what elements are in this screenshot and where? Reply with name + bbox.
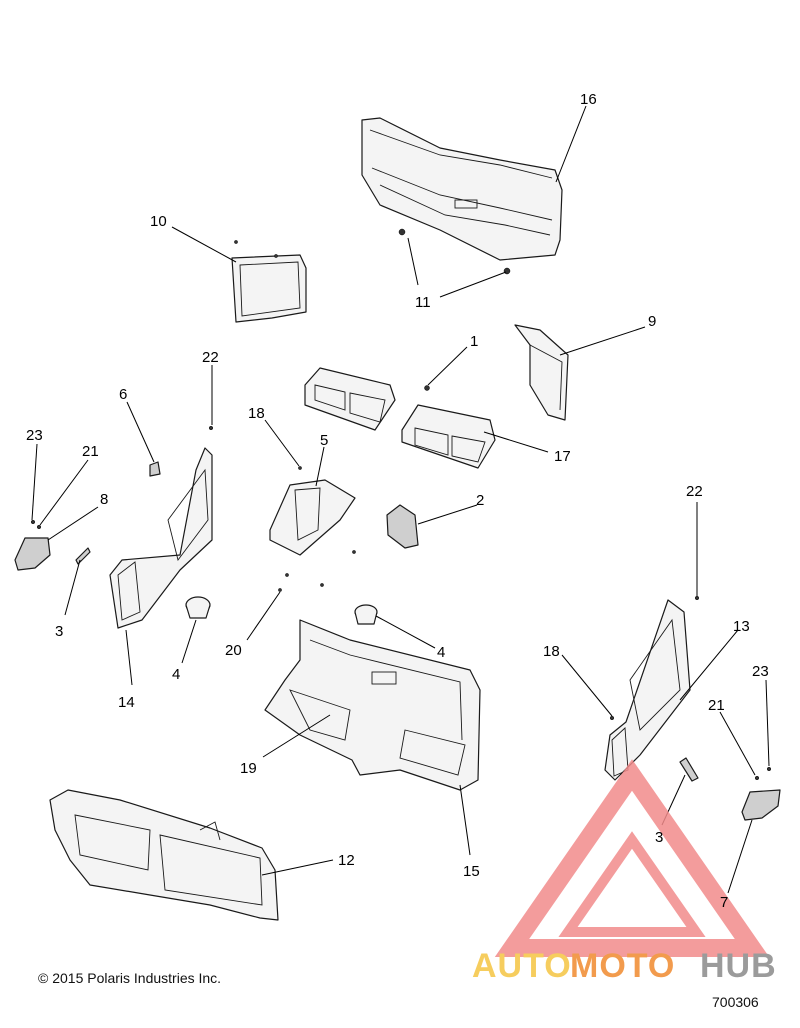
callout-4-left: 4 [172,666,180,683]
callout-16: 16 [580,91,597,108]
callout-14: 14 [118,694,135,711]
callout-labels: 16 10 11 9 1 17 22 6 18 5 2 23 21 8 3 4 … [26,91,769,911]
part-9-side-guard [514,324,569,421]
callout-23-left: 23 [26,427,43,444]
part-7-latch [741,789,781,821]
part-16-rear-panel [361,117,563,275]
callout-19: 19 [240,760,257,777]
callout-10: 10 [150,213,167,230]
callout-22-left: 22 [202,349,219,366]
watermark-moto: MOTO [570,947,675,985]
diagram-number: 700306 [712,994,759,1010]
fasteners [30,425,772,781]
callout-7: 7 [720,894,728,911]
part-6-clip [149,461,161,477]
watermark-auto: AUTO [472,947,572,985]
callout-12: 12 [338,852,355,869]
part-3-pin-right [679,757,699,782]
callout-18-left: 18 [248,405,265,422]
watermark-triangle [494,759,770,957]
part-15-floor-panel [264,619,481,791]
callout-4-center: 4 [437,644,445,661]
callout-21-left: 21 [82,443,99,460]
callout-17: 17 [554,448,571,465]
callout-8: 8 [100,491,108,508]
part-13-right-side-panel [604,599,691,781]
storage-bin-upper [304,367,396,431]
watermark-logo: AUTO MOTO HUB [472,759,777,985]
part-4-grommet-left [185,596,211,619]
callout-11: 11 [415,294,431,311]
callout-15: 15 [463,863,480,880]
callout-13: 13 [733,618,750,635]
callout-2: 2 [476,492,484,509]
callout-23-right: 23 [752,663,769,680]
callout-3-right: 3 [655,829,663,846]
callout-22-right: 22 [686,483,703,500]
callout-20: 20 [225,642,242,659]
part-10-side-guard [231,240,307,323]
part-2-bracket [386,504,419,549]
callout-3-left: 3 [55,623,63,640]
callout-18-right: 18 [543,643,560,660]
watermark-hub: HUB [700,947,777,985]
part-5-console-cover [269,466,356,556]
callout-21-right: 21 [708,697,725,714]
part-8-latch [14,537,51,571]
callout-9: 9 [648,313,656,330]
part-3-pin-left [75,547,91,565]
part-4-grommet-center [354,604,378,625]
callout-1: 1 [470,333,478,350]
leader-lines [31,105,770,894]
callout-5: 5 [320,432,328,449]
part-1-fastener [424,385,430,391]
part-12-lower-panel [49,789,279,921]
callout-6: 6 [119,386,127,403]
part-14-left-side-panel [109,447,213,629]
part-17-storage-bin [401,404,496,469]
copyright-notice: © 2015 Polaris Industries Inc. [38,970,222,986]
